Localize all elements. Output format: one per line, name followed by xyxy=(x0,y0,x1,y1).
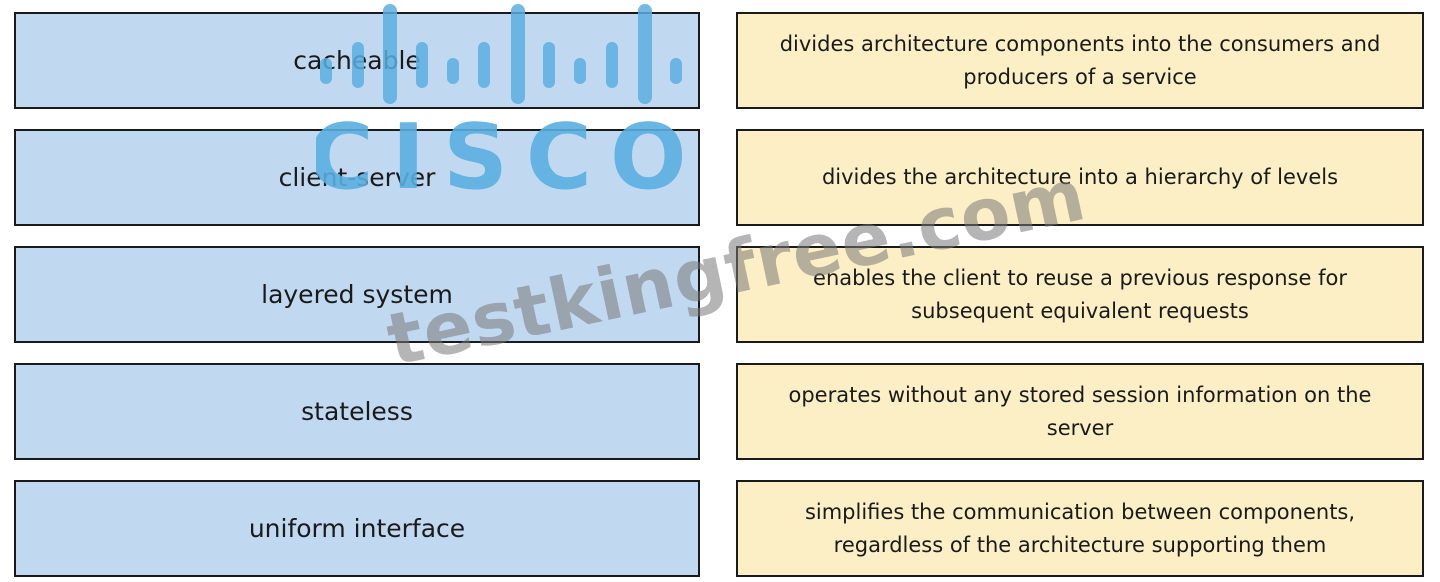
term-layered-system[interactable]: layered system xyxy=(14,246,700,343)
term-label: client-server xyxy=(278,163,436,192)
description-label: enables the client to reuse a previous r… xyxy=(813,265,1347,323)
description-label: divides architecture components into the… xyxy=(779,31,1381,89)
description-no-session[interactable]: operates without any stored session info… xyxy=(736,363,1424,460)
term-label: stateless xyxy=(301,397,413,426)
term-uniform-interface[interactable]: uniform interface xyxy=(14,480,700,577)
term-client-server[interactable]: client-server xyxy=(14,129,700,226)
term-label: layered system xyxy=(261,280,453,309)
description-consumers-producers[interactable]: divides architecture components into the… xyxy=(736,12,1424,109)
description-label: simplifies the communication between com… xyxy=(804,499,1356,557)
description-simplifies-communication[interactable]: simplifies the communication between com… xyxy=(736,480,1424,577)
term-label: uniform interface xyxy=(248,514,466,543)
description-label: divides the architecture into a hierarch… xyxy=(821,165,1339,189)
description-label: operates without any stored session info… xyxy=(788,382,1372,440)
description-reuse-response[interactable]: enables the client to reuse a previous r… xyxy=(736,246,1424,343)
term-stateless[interactable]: stateless xyxy=(14,363,700,460)
description-hierarchy-levels[interactable]: divides the architecture into a hierarch… xyxy=(736,129,1424,226)
